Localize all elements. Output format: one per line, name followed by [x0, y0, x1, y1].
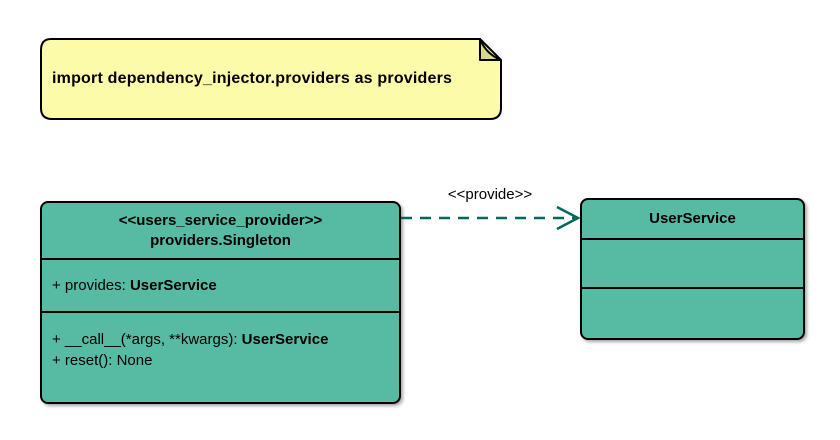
class-stereotype: <<users_service_provider>>: [118, 211, 323, 229]
method-text: + __call__(*args, **kwargs):: [52, 331, 242, 348]
class-providers-singleton: <<users_service_provider>> providers.Sin…: [40, 201, 401, 404]
class-header: UserService: [582, 200, 803, 240]
method-type: UserService: [241, 331, 329, 348]
class-header: <<users_service_provider>> providers.Sin…: [42, 203, 399, 260]
method-reset: + reset(): None: [52, 350, 389, 371]
attribute-text: + provides:: [52, 277, 130, 294]
method-call: + __call__(*args, **kwargs): UserService: [52, 329, 389, 350]
class-user-service: UserService: [580, 198, 805, 340]
attributes-section-empty: [582, 240, 803, 289]
methods-section-empty: [582, 289, 803, 338]
attributes-section: + provides: UserService: [42, 260, 399, 313]
import-note: import dependency_injector.providers as …: [40, 38, 502, 120]
attribute-provides: + provides: UserService: [52, 275, 217, 296]
note-background: [40, 38, 502, 120]
note-text: import dependency_injector.providers as …: [52, 70, 453, 87]
method-text: + reset(): None: [52, 352, 153, 369]
relation-label: <<provide>>: [447, 186, 533, 203]
dependency-arrow: [401, 205, 581, 231]
note-fold-icon: [479, 38, 502, 61]
attribute-type: UserService: [129, 277, 217, 294]
class-name: UserService: [649, 210, 736, 227]
methods-section: + __call__(*args, **kwargs): UserService…: [42, 313, 399, 402]
note-shape-svg: [40, 38, 502, 120]
arrowhead-icon: [556, 205, 581, 231]
class-name: providers.Singleton: [150, 231, 291, 249]
